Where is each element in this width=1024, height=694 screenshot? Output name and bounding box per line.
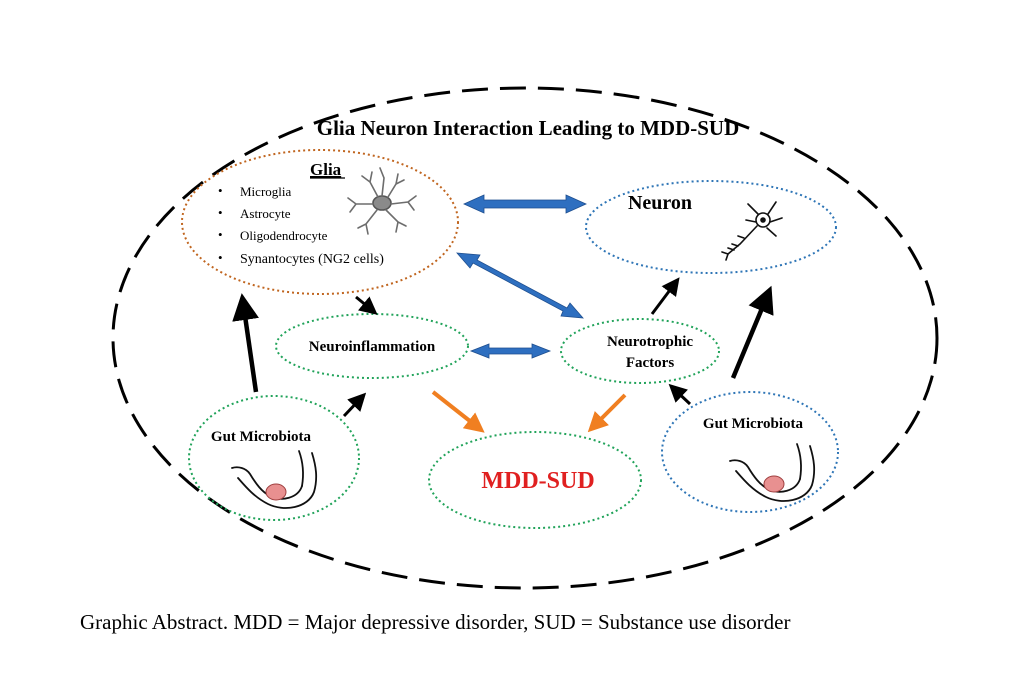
arrow-neurotrophic-outcome	[587, 393, 627, 433]
neurotrophic-label-line1: Neurotrophic	[607, 334, 693, 350]
glia-item-microglia: Microglia	[240, 184, 291, 199]
neuron-ellipse	[585, 180, 837, 274]
arrow-neuroinflammation-neurotrophic	[469, 343, 552, 359]
neuron-label: Neuron	[628, 192, 692, 214]
neurotrophic-ellipse	[560, 318, 720, 384]
arrow-glia-neurotrophic	[456, 252, 584, 319]
stomach-icon-left	[231, 450, 318, 509]
intestine-illustration-right	[763, 475, 785, 493]
neuroinflammation-node: Neuroinflammation	[275, 313, 469, 379]
glia-heading: Glia	[310, 160, 342, 179]
gut-left-label: Gut Microbiota	[211, 429, 312, 445]
glia-bullet-4: •	[218, 250, 223, 265]
arrow-gut-right-neurotrophic	[668, 383, 692, 406]
stomach-icon-right	[729, 443, 816, 502]
arrow-gut-left-neuroinflammation	[342, 392, 367, 418]
figure-caption: Graphic Abstract. MDD = Major depressive…	[80, 610, 791, 634]
glia-node: Glia • Microglia • Astrocyte • Oligodend…	[181, 149, 459, 295]
gut-left-ellipse	[188, 395, 360, 521]
outcome-label: MDD-SUD	[481, 468, 594, 494]
gut-left-node: Gut Microbiota	[188, 395, 360, 521]
arrow-glia-neuroinflammation	[355, 295, 378, 315]
arrow-gut-left-glia	[232, 293, 259, 393]
neurotrophic-node: Neurotrophic Factors	[560, 318, 720, 384]
neuron-node: Neuron	[585, 180, 837, 274]
neuroinflammation-label: Neuroinflammation	[309, 339, 436, 355]
gut-right-ellipse	[661, 391, 839, 513]
glia-item-astrocyte: Astrocyte	[240, 206, 291, 221]
arrow-glia-neuron	[463, 194, 587, 214]
glia-ellipse	[181, 149, 459, 295]
neuron-icon	[721, 201, 783, 261]
glia-bullet-3: •	[218, 227, 223, 242]
gut-right-label: Gut Microbiota	[703, 416, 804, 432]
glia-item-synantocytes: Synantocytes (NG2 cells)	[240, 252, 384, 267]
neurotrophic-label-line2: Factors	[626, 355, 674, 371]
arrow-neurotrophic-neuron	[650, 277, 680, 315]
glia-bullet-2: •	[218, 205, 223, 220]
outcome-node: MDD-SUD	[428, 431, 642, 529]
glia-item-oligodendrocyte: Oligodendrocyte	[240, 228, 328, 243]
gut-right-node: Gut Microbiota	[661, 391, 839, 513]
outer-boundary	[111, 86, 939, 590]
arrow-neuroinflammation-outcome	[431, 390, 485, 433]
diagram-title: Glia Neuron Interaction Leading to MDD-S…	[317, 116, 740, 140]
intestine-illustration-left	[265, 483, 287, 501]
glial-cell-icon	[347, 167, 417, 235]
outcome-ellipse	[428, 431, 642, 529]
arrow-gut-right-neuron	[730, 285, 774, 379]
glia-bullet-1: •	[218, 183, 223, 198]
